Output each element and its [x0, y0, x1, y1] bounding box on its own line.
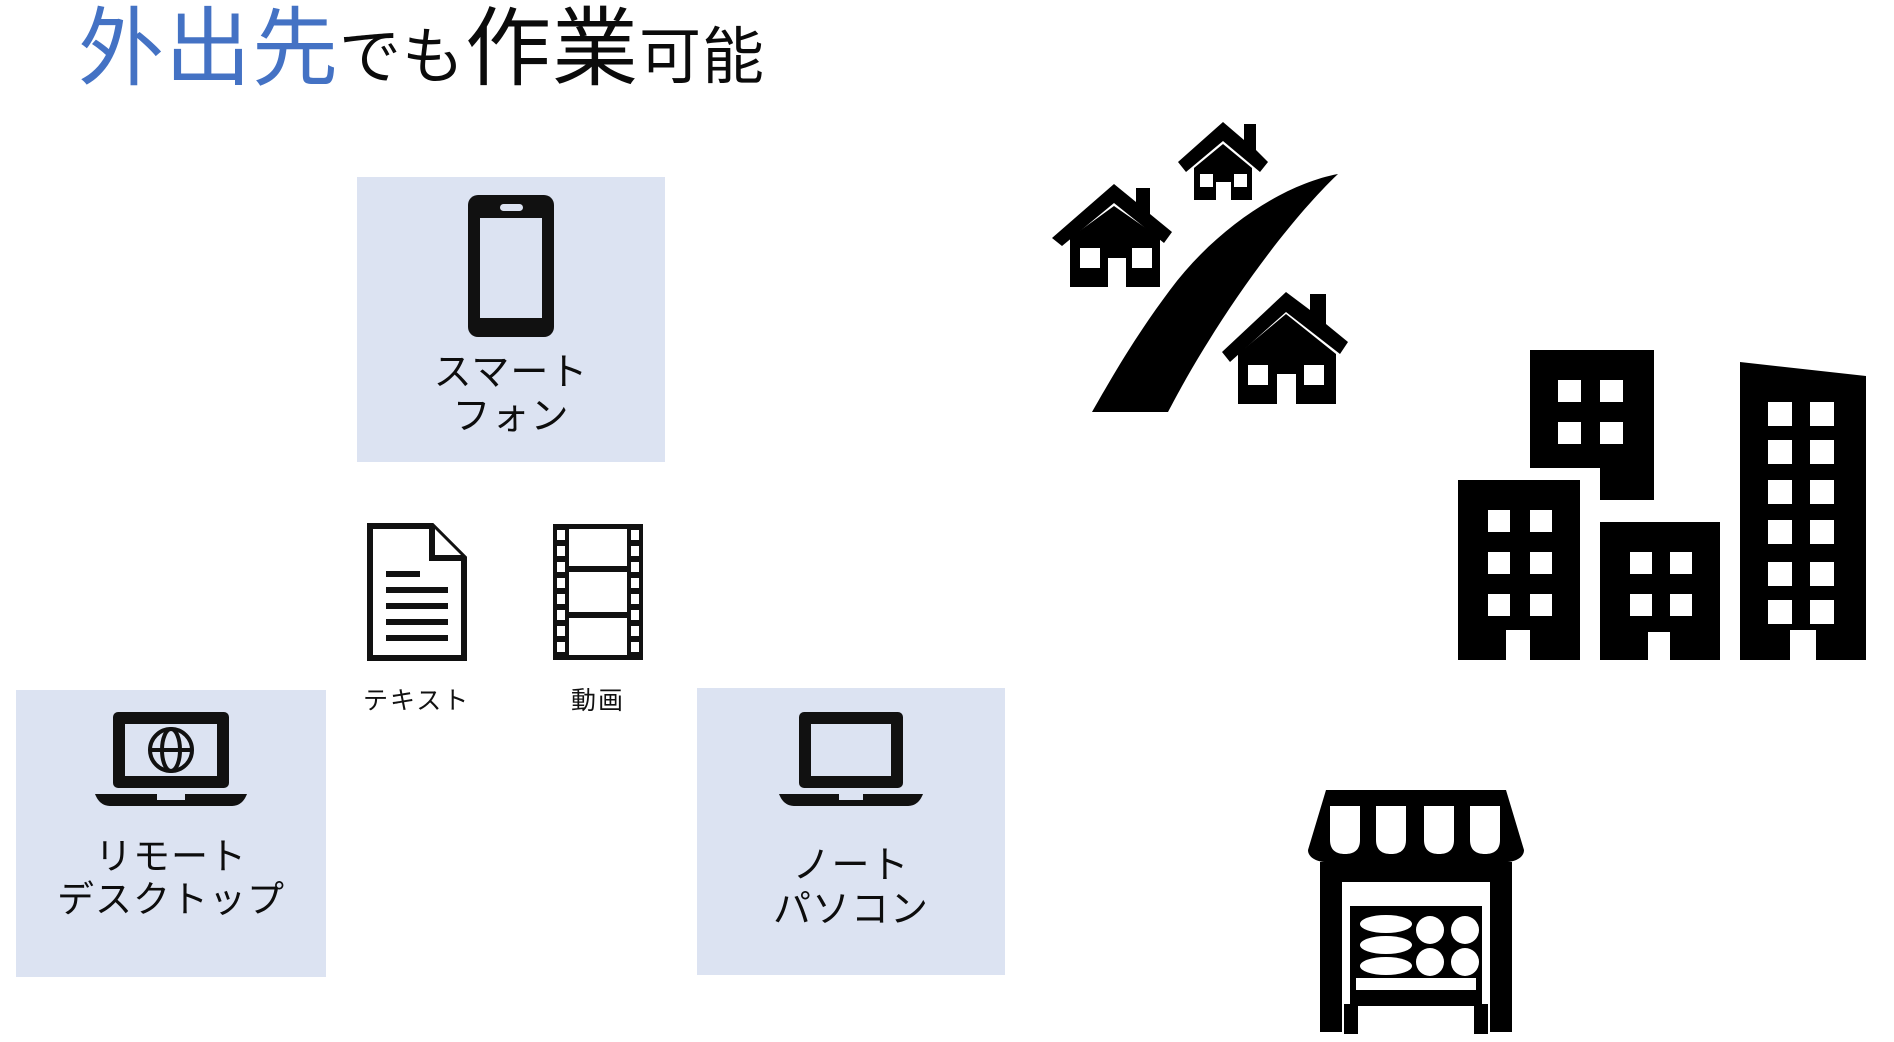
title-segment-location: 外出先 — [78, 1, 339, 97]
laptop-icon — [771, 710, 931, 815]
title-segment-possible: 可能 — [639, 24, 766, 92]
page-title: 外出先でも作業可能 — [78, 6, 765, 92]
device-card-laptop[interactable]: ノートパソコン — [697, 688, 1005, 975]
device-card-remote-desktop-label: リモートデスクトップ — [57, 837, 285, 922]
content-type-video[interactable]: 動画 — [551, 522, 645, 717]
label-line-2: フォン — [452, 395, 570, 438]
laptop-globe-icon — [91, 710, 251, 815]
label-line-2: デスクトップ — [57, 879, 285, 921]
label-line-1: スマート — [433, 352, 589, 394]
label-line-1: リモート — [95, 837, 247, 878]
content-type-text-label: テキスト — [363, 688, 471, 715]
city-buildings-illustration — [1458, 340, 1878, 675]
title-segment-demo: でも — [339, 24, 466, 92]
title-segment-work: 作業 — [465, 1, 640, 97]
film-strip-icon — [551, 522, 645, 667]
device-card-smartphone[interactable]: スマートフォン — [357, 177, 665, 462]
smartphone-icon — [464, 191, 558, 346]
document-icon — [366, 522, 468, 667]
storefront-shop-illustration — [1302, 778, 1530, 1041]
content-type-video-label: 動画 — [570, 688, 625, 715]
content-type-text[interactable]: テキスト — [363, 522, 470, 717]
device-card-smartphone-label: スマートフォン — [434, 352, 589, 439]
label-line-2: パソコン — [772, 888, 929, 931]
device-card-remote-desktop[interactable]: リモートデスクトップ — [16, 690, 326, 977]
label-line-1: ノート — [792, 845, 910, 887]
houses-with-road-illustration — [1048, 112, 1388, 432]
device-card-laptop-label: ノートパソコン — [773, 845, 929, 932]
